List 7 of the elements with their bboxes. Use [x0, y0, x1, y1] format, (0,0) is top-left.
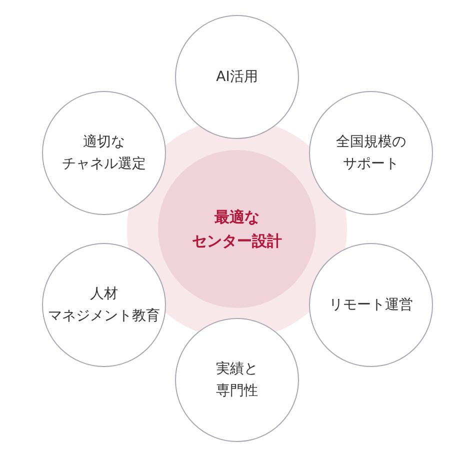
- circle-label: 全国規模のサポート: [336, 132, 406, 174]
- circle-label: AI活用: [216, 68, 258, 87]
- circle-label: リモート運営: [329, 296, 413, 315]
- circle-label: 適切なチャネル選定: [62, 132, 146, 174]
- circle-label: 実績と専門性: [216, 360, 258, 401]
- circle-label: 最適なセンター設計: [192, 207, 282, 252]
- circle-label: 人材マネジメント教育: [48, 284, 160, 326]
